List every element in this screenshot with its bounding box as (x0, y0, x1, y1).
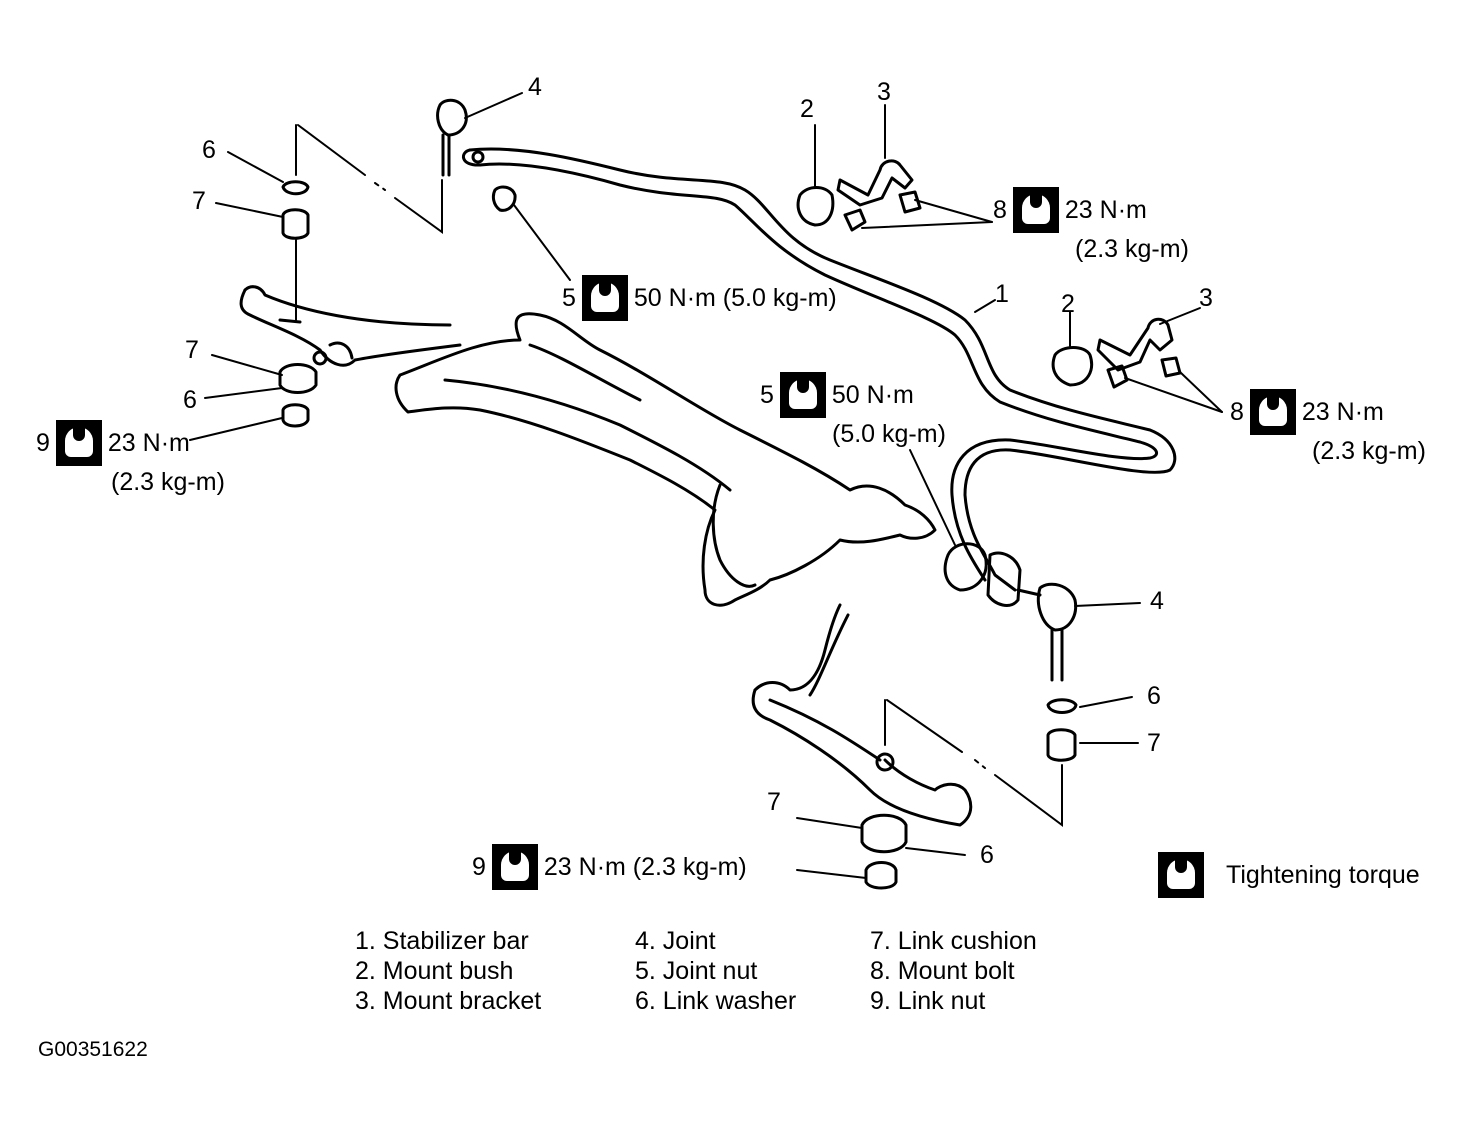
torque-spec-bottom-link-nut: 9 23 N·m (2.3 kg-m) (472, 844, 747, 890)
right-control-arm (751, 603, 973, 827)
legend-item: 9. Link nut (870, 987, 986, 1015)
crossmember (394, 312, 937, 607)
leader-lines (189, 92, 1223, 879)
torque-wrench-icon (1158, 852, 1204, 898)
torque-key: Tightening torque (1158, 852, 1420, 898)
link-nut-left (281, 403, 310, 428)
figure-code: G00351622 (38, 1038, 148, 1061)
stabilizer-bar (462, 147, 1177, 607)
torque-key-label: Tightening torque (1226, 860, 1420, 889)
callout-6-left-lower: 6 (183, 386, 197, 414)
torque-wrench-icon (1249, 389, 1296, 435)
torque-value-alt: (5.0 kg-m) (832, 420, 946, 448)
torque-spec-left-joint-nut: 5 50 N·m (5.0 kg-m) (562, 275, 837, 321)
link-cushion-right (1046, 728, 1077, 762)
link-cushion-left-lower (278, 363, 318, 394)
torque-wrench-icon (581, 275, 628, 321)
torque-callout-number: 5 (760, 381, 774, 409)
callout-7-left-upper: 7 (192, 187, 206, 215)
torque-value-alt: (2.3 kg-m) (1075, 235, 1189, 263)
mount-bracket-upper (836, 159, 914, 207)
torque-spec-left-link-nut: 9 23 N·m (2.3 kg-m) (36, 420, 225, 498)
mount-bolt-upper-a (843, 208, 867, 232)
legend-column-2: 4. Joint 5. Joint nut 6. Link washer (635, 926, 796, 1016)
torque-callout-number: 9 (36, 429, 50, 457)
legend-item: 7. Link cushion (870, 927, 1037, 955)
callout-2-upper: 2 (800, 95, 814, 123)
torque-value: 50 N·m (831, 381, 914, 409)
callout-7-bottom: 7 (767, 788, 781, 816)
legend-item: 4. Joint (635, 927, 716, 955)
link-nut-bottom (864, 861, 898, 890)
torque-spec-upper-mount-bolt: 8 23 N·m (2.3 kg-m) (993, 187, 1189, 265)
torque-value: 23 N·m (1064, 196, 1147, 224)
torque-value-alt: (2.3 kg-m) (1312, 437, 1426, 465)
legend-column-1: 1. Stabilizer bar 2. Mount bush 3. Mount… (355, 926, 541, 1016)
joint-right (1016, 582, 1078, 682)
assembly-lines (295, 124, 1063, 827)
legend-item: 8. Mount bolt (870, 957, 1015, 985)
torque-callout-number: 8 (993, 196, 1007, 224)
torque-wrench-icon (491, 844, 538, 890)
torque-wrench-icon (779, 372, 826, 418)
callout-7-right: 7 (1147, 729, 1161, 757)
joint-left (436, 98, 468, 177)
mount-bush-upper (796, 186, 835, 227)
callout-3-lower: 3 (1199, 284, 1213, 312)
callout-4-top: 4 (528, 73, 542, 101)
callout-1: 1 (995, 280, 1009, 308)
link-washer-left-upper (281, 180, 310, 196)
torque-value: 23 N·m (107, 429, 190, 457)
mount-bolt-lower-b (1160, 356, 1182, 378)
joint-nut-left (491, 185, 517, 212)
mount-bolt-upper-b (898, 190, 922, 214)
legend-item: 3. Mount bracket (355, 987, 542, 1015)
torque-wrench-icon (55, 420, 102, 466)
torque-value-alt: (2.3 kg-m) (111, 468, 225, 496)
callout-6-bottom: 6 (980, 841, 994, 869)
mount-bush-lower (1051, 346, 1094, 387)
callout-7-left-lower: 7 (185, 336, 199, 364)
mount-bolt-lower-a (1106, 364, 1129, 389)
torque-callout-number: 8 (1230, 398, 1244, 426)
torque-value: 50 N·m (5.0 kg-m) (633, 284, 837, 312)
legend-item: 2. Mount bush (355, 957, 514, 985)
callout-6-right: 6 (1147, 682, 1161, 710)
mount-bracket-lower (1096, 317, 1174, 372)
link-washer-right (1046, 698, 1078, 714)
torque-spec-lower-mount-bolt: 8 23 N·m (2.3 kg-m) (1230, 389, 1426, 467)
torque-callout-number: 9 (472, 853, 486, 881)
callout-2-lower: 2 (1061, 290, 1075, 318)
callout-3-upper: 3 (877, 78, 891, 106)
link-cushion-bottom (860, 813, 908, 854)
legend-item: 1. Stabilizer bar (355, 927, 529, 955)
legend-column-3: 7. Link cushion 8. Mount bolt 9. Link nu… (870, 926, 1037, 1016)
legend-item: 5. Joint nut (635, 957, 758, 985)
joint-nut-right (943, 542, 988, 592)
torque-value: 23 N·m (2.3 kg-m) (543, 853, 747, 881)
torque-callout-number: 5 (562, 284, 576, 312)
torque-value: 23 N·m (1301, 398, 1384, 426)
torque-spec-right-joint-nut: 5 50 N·m (5.0 kg-m) (760, 372, 946, 450)
left-control-arm (239, 285, 462, 367)
link-cushion-left-upper (281, 208, 310, 240)
legend-item: 6. Link washer (635, 987, 797, 1015)
torque-wrench-icon (1012, 187, 1059, 233)
callout-6-left: 6 (202, 136, 216, 164)
callout-4-right: 4 (1150, 587, 1164, 615)
